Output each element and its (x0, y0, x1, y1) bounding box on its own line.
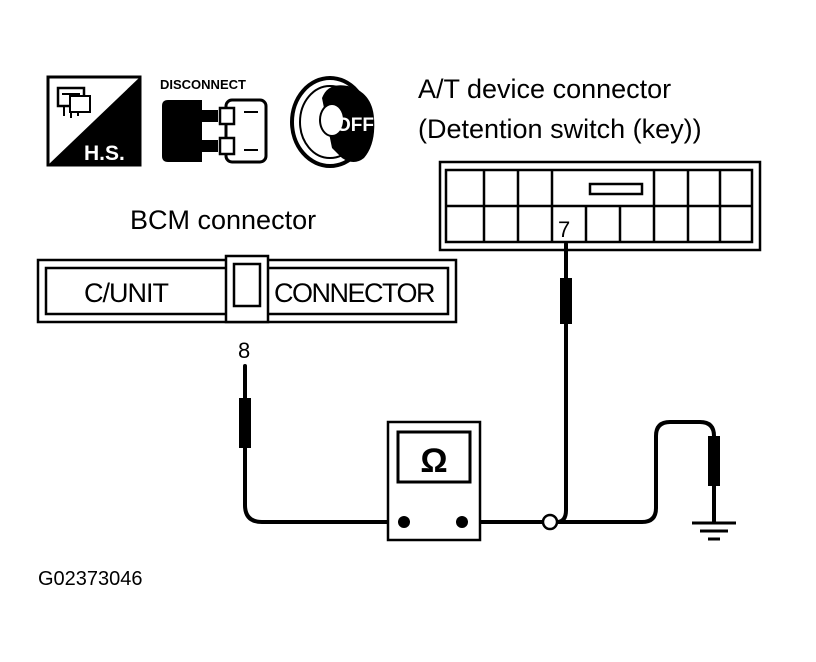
wire-junction (541, 513, 559, 531)
figure-code: G02373046 (38, 568, 143, 590)
off-label: OFF (336, 115, 374, 136)
meter-terminal-right (456, 516, 468, 528)
at-probe (560, 278, 572, 324)
at-connector-title-line1: A/T device connector (418, 74, 671, 104)
harness-hs-icon: H.S. (46, 75, 142, 167)
bcm-probe (239, 398, 251, 448)
ohmmeter (386, 420, 482, 542)
at-terminal-7: 7 (558, 217, 570, 242)
bcm-cunit-label: C/UNIT (84, 278, 168, 308)
at-connector-title-line2: (Detention switch (key)) (418, 114, 702, 144)
meter-terminal-left (398, 516, 410, 528)
ignition-off-icon: OFF (290, 76, 375, 168)
hs-label: H.S. (84, 142, 125, 165)
bcm-connector-label: CONNECTOR (274, 278, 435, 308)
bcm-connector (36, 254, 458, 324)
disconnect-label: DISCONNECT (160, 77, 246, 92)
at-device-connector (438, 160, 762, 252)
ground-icon (692, 521, 736, 541)
bcm-terminal-8: 8 (238, 338, 250, 363)
ground-probe (708, 436, 720, 486)
ohm-symbol: Ω (420, 442, 447, 480)
disconnect-icon: DISCONNECT (160, 77, 268, 164)
bcm-connector-title: BCM connector (130, 205, 316, 235)
